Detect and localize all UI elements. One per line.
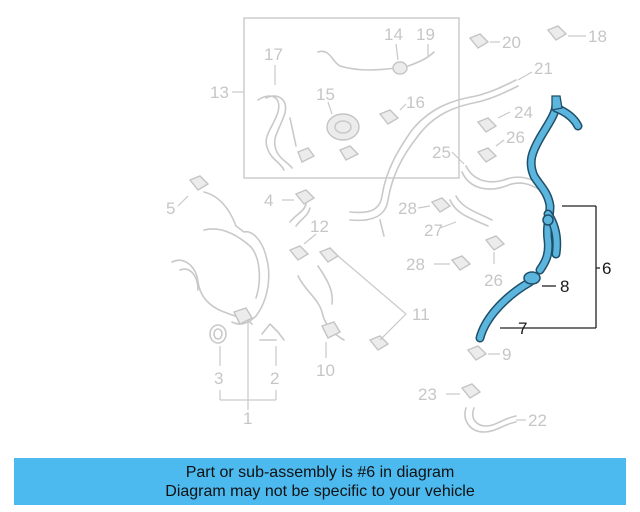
callout-23: 23 [418, 385, 437, 404]
part-28-clip-lower: 28 [406, 255, 472, 274]
callout-25: 25 [432, 143, 451, 162]
callout-28-upper: 28 [398, 199, 417, 218]
part-12-clip: 12 [288, 217, 329, 261]
callout-26-top: 26 [506, 128, 525, 147]
part-2-clamp: 2 [259, 323, 285, 388]
part-6-hose-assembly[interactable] [475, 95, 583, 343]
callout-26-lower: 26 [484, 271, 503, 290]
callout-5: 5 [166, 199, 175, 218]
callout-15: 15 [316, 85, 335, 104]
callout-9: 9 [502, 345, 511, 364]
part-28-clip-upper: 28 [398, 197, 452, 218]
caption-line-2: Diagram may not be specific to your vehi… [165, 482, 475, 500]
callout-7: 7 [518, 319, 527, 338]
part-5-clip: 5 [166, 175, 210, 218]
callout-16: 16 [406, 93, 425, 112]
callout-14: 14 [384, 25, 403, 44]
part-20-clip: 20 [468, 33, 521, 52]
callout-11: 11 [412, 305, 430, 324]
part-11-clamp: 11 [337, 255, 430, 351]
part-26-clip-lower: 26 [484, 235, 506, 290]
callout-4: 4 [264, 191, 273, 210]
callout-20: 20 [502, 33, 521, 52]
part-18-clip: 18 [546, 25, 607, 46]
part-8-clamp: 8 [523, 271, 569, 296]
bracket-1: 1 [219, 320, 277, 428]
parts-diagram: 13 17 15 14 19 20 18 [166, 17, 611, 433]
part-16-clip: 16 [378, 93, 425, 125]
callout-27: 27 [424, 221, 443, 240]
part-21-pipe: 21 [349, 59, 553, 237]
part-3-gasket: 3 [209, 324, 227, 388]
part-4-clip: 4 [264, 189, 316, 210]
part-15-fitting: 15 [289, 85, 360, 163]
callout-21: 21 [534, 59, 553, 78]
callout-2: 2 [270, 369, 279, 388]
callout-18: 18 [588, 27, 607, 46]
callout-8: 8 [560, 277, 569, 296]
part-1-assembly [171, 191, 311, 325]
callout-12: 12 [310, 217, 329, 236]
part-26-clip-top: 26 [476, 128, 525, 163]
callout-13: 13 [210, 83, 229, 102]
caption-line-1: Part or sub-assembly is #6 in diagram [185, 463, 455, 481]
callout-3: 3 [214, 369, 223, 388]
part-24-clip: 24 [476, 103, 533, 133]
callout-1: 1 [243, 409, 252, 428]
callout-6[interactable]: 6 [602, 259, 611, 278]
callout-22: 22 [528, 411, 547, 430]
subassembly-box-13 [243, 17, 460, 179]
callout-19: 19 [416, 25, 435, 44]
part-14-19-pipe: 14 19 [317, 25, 435, 75]
part-22-hose: 22 [464, 407, 547, 433]
part-23-clip: 23 [418, 383, 482, 404]
callout-17: 17 [264, 45, 283, 64]
caption-bar: Part or sub-assembly is #6 in diagram Di… [14, 458, 626, 505]
callout-6-bracket: 6 7 [500, 205, 611, 338]
part-9-clip: 9 [466, 345, 511, 364]
callout-10: 10 [316, 361, 335, 380]
part-17-hose: 17 [257, 45, 293, 171]
callout-28-lower: 28 [406, 255, 425, 274]
part-25-hose: 25 [432, 143, 541, 191]
callout-24: 24 [514, 103, 533, 122]
part-10-hose: 10 [297, 247, 345, 380]
part-27-hose: 27 [424, 195, 493, 240]
